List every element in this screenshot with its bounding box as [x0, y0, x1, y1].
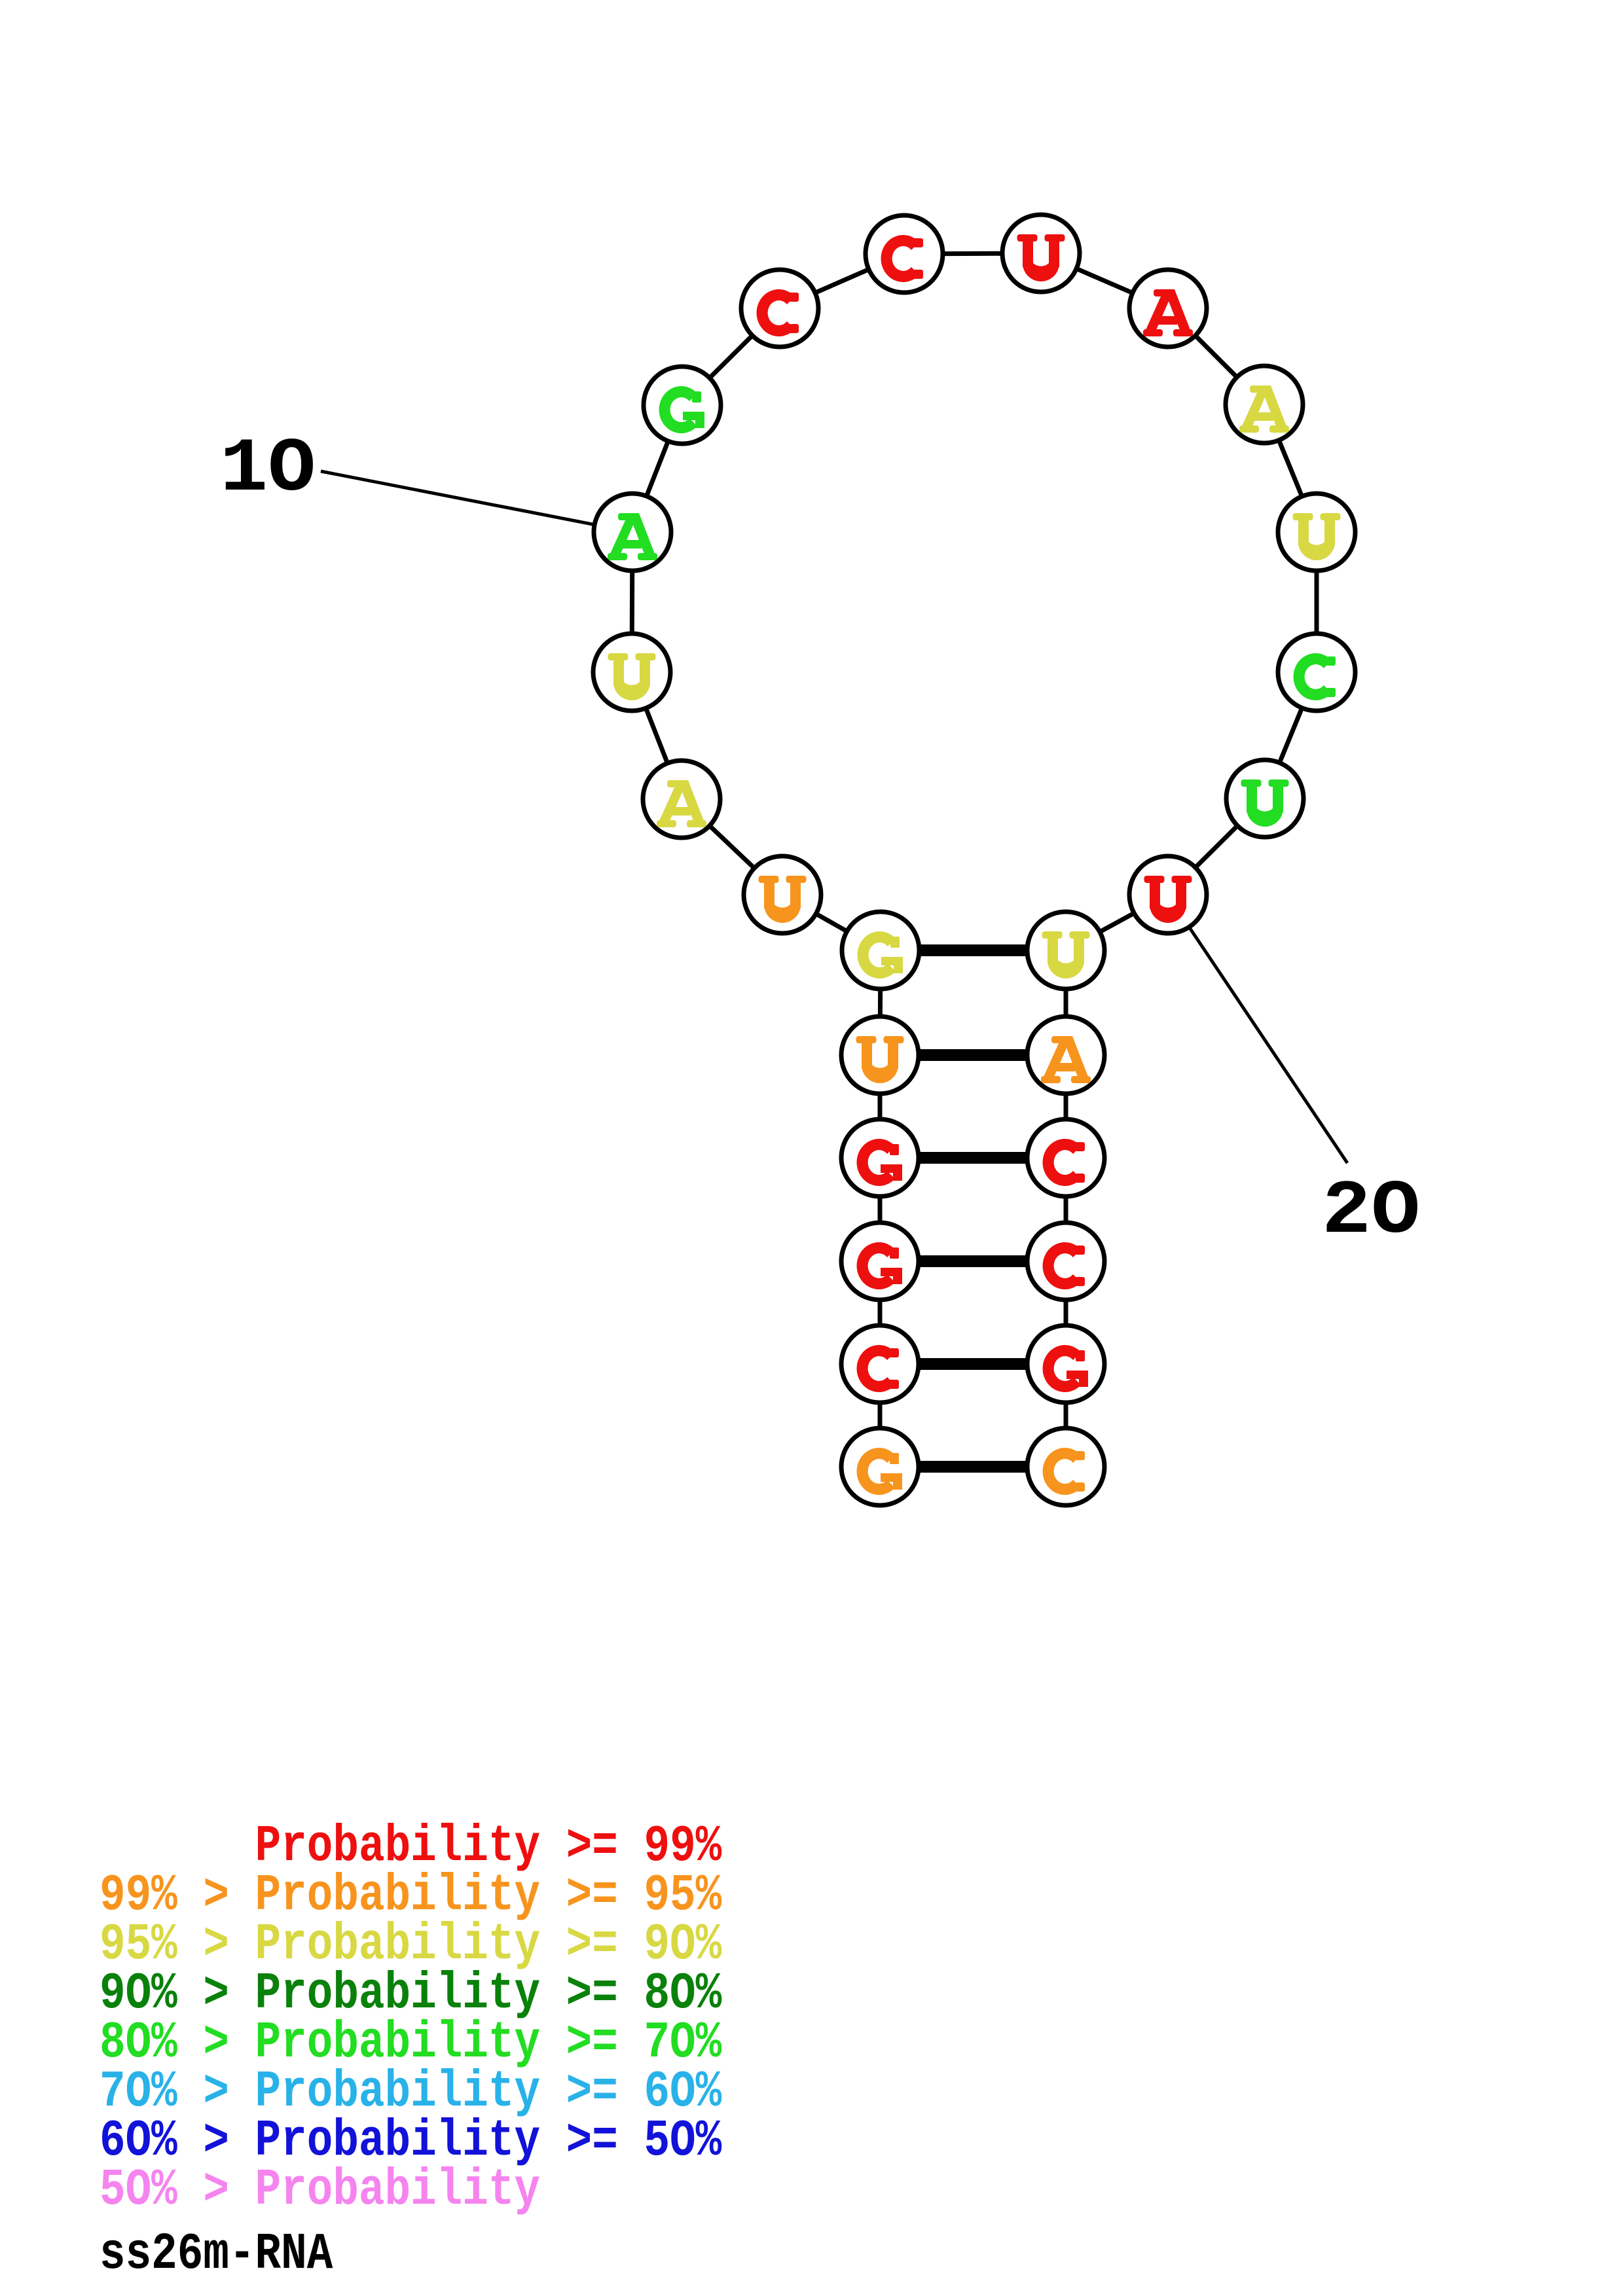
svg-text:6O% > Probability >= 5O%: 6O% > Probability >= 5O% — [100, 2111, 721, 2170]
svg-text:5O% > Probability: 5O% > Probability — [100, 2161, 540, 2219]
svg-text:99% > Probability >= 95%: 99% > Probability >= 95% — [100, 1866, 721, 1925]
svg-text:ss26m-RNA: ss26m-RNA — [100, 2225, 333, 2284]
svg-text:1O: 1O — [220, 426, 316, 512]
svg-text:9O% > Probability >= 8O%: 9O% > Probability >= 8O% — [100, 1964, 721, 2023]
svg-text:2O: 2O — [1322, 1169, 1420, 1255]
svg-text:Probability >= 99%: Probability >= 99% — [255, 1817, 722, 1876]
svg-text:95% > Probability >= 9O%: 95% > Probability >= 9O% — [100, 1915, 721, 1974]
svg-text:7O% > Probability >= 6O%: 7O% > Probability >= 6O% — [100, 2062, 721, 2121]
svg-text:8O% > Probability >= 7O%: 8O% > Probability >= 7O% — [100, 2013, 721, 2072]
